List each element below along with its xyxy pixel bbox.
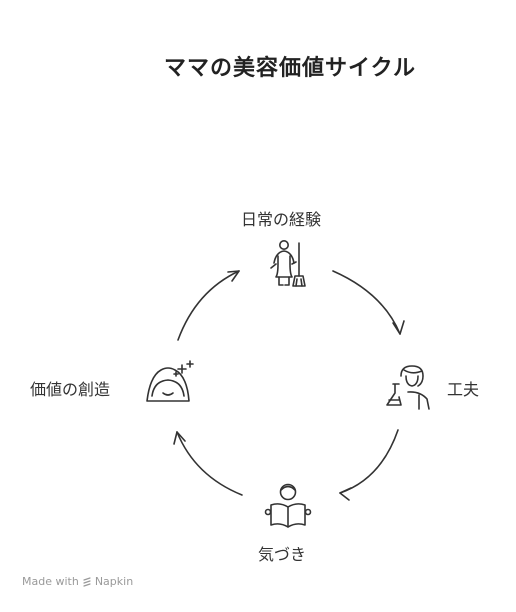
footer-made-with: Made with (22, 575, 79, 588)
sparkling-woman-face-icon (146, 360, 194, 402)
node-label-ingenuity: 工夫 (447, 380, 480, 399)
node-label-daily-experience: 日常の経験 (241, 210, 322, 229)
arrow-left-to-top (177, 270, 240, 341)
arrow-top-to-right (332, 270, 405, 335)
scientist-with-flask-icon (386, 365, 430, 410)
maid-with-broom-icon (270, 240, 306, 287)
arrow-bottom-to-left (173, 431, 243, 496)
napkin-footer[interactable]: Made with Napkin (22, 575, 133, 588)
node-label-awareness: 気づき (258, 545, 307, 564)
node-label-value-creation: 価値の創造 (30, 380, 111, 399)
page-title: ママの美容価値サイクル (164, 56, 416, 81)
footer-brand: Napkin (94, 575, 134, 588)
arrow-right-to-bottom (339, 429, 399, 501)
napkin-logo-icon (83, 576, 91, 587)
person-reading-book-icon (264, 483, 312, 528)
